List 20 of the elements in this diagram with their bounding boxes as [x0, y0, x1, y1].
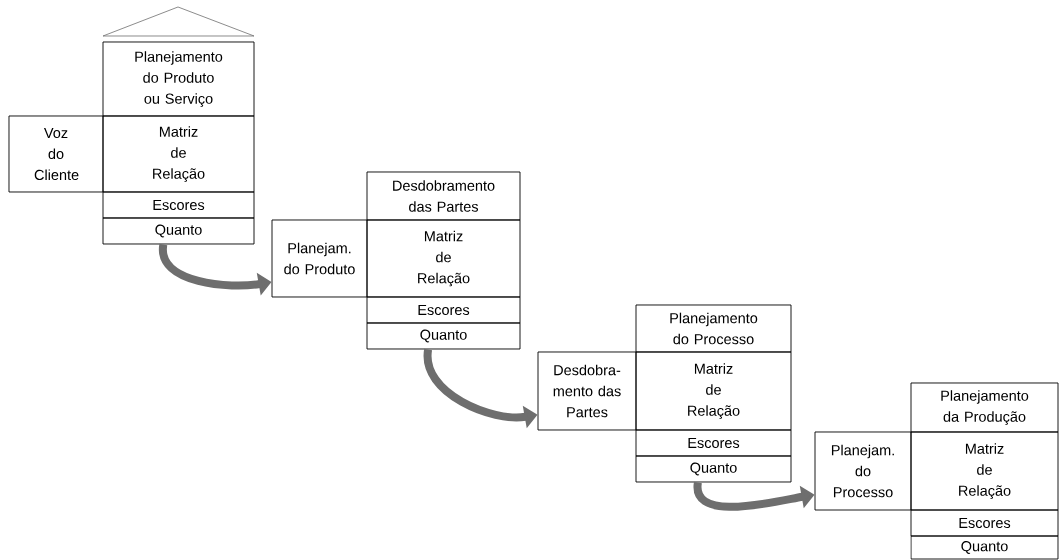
- row-box: Quanto: [635, 455, 792, 483]
- row-box: Quanto: [366, 322, 521, 350]
- matrix-box: Matriz de Relação: [635, 351, 792, 431]
- row-header-box: Voz do Cliente: [8, 115, 104, 193]
- top-box: Planejamento da Produção: [910, 382, 1059, 433]
- matrix-box: Matriz de Relação: [910, 431, 1059, 511]
- row-box: Quanto: [102, 217, 255, 245]
- row-header-box: Planejam. do Processo: [814, 431, 912, 511]
- row-box: Escores: [635, 429, 792, 457]
- top-box: Planejamento do Processo: [635, 304, 792, 353]
- row-header-box: Planejam. do Produto: [271, 219, 368, 298]
- top-box: Planejamento do Produto ou Serviço: [102, 41, 255, 117]
- row-box: Escores: [102, 191, 255, 219]
- row-box: Escores: [366, 296, 521, 324]
- top-box: Desdobramento das Partes: [366, 171, 521, 221]
- matrix-box: Matriz de Relação: [102, 115, 255, 193]
- row-box: Quanto: [910, 535, 1059, 560]
- row-box: Escores: [910, 509, 1059, 537]
- row-header-box: Desdobra-mento das Partes: [537, 351, 637, 431]
- matrix-box: Matriz de Relação: [366, 219, 521, 298]
